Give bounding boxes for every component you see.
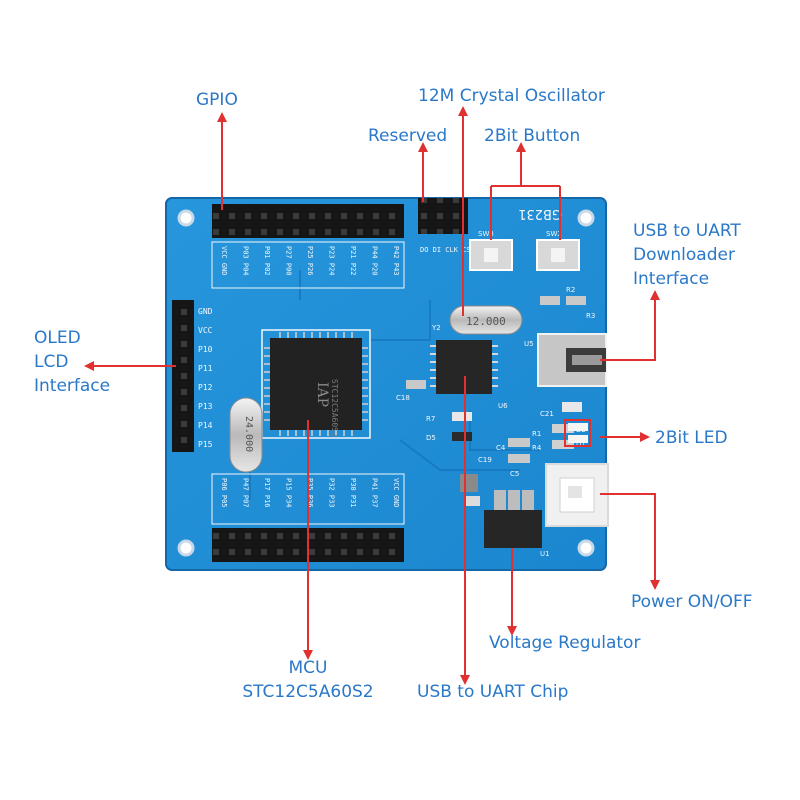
pin-label: P21 P22	[349, 246, 357, 276]
silk-d5: D5	[426, 434, 436, 442]
pin-label: P03 P04	[242, 246, 250, 276]
mounting-holes	[177, 209, 595, 557]
pin-label: P15 P34	[285, 478, 293, 508]
label-crystal: 12M Crystal Oscillator	[418, 86, 605, 106]
pin-label: P42 P43	[392, 246, 400, 276]
silk-r4: R4	[532, 444, 542, 452]
silk-u6: U6	[498, 402, 508, 410]
pin-label: P01 P02	[263, 246, 271, 276]
board-name: GB231	[518, 206, 562, 221]
silk-r3: R3	[586, 312, 595, 320]
silk-y2: Y2	[431, 324, 441, 332]
crystal-24m: 24.000	[229, 397, 263, 473]
label-usb-downloader-line1: USB to UART	[633, 221, 741, 241]
pin-label: VCC GND	[392, 478, 400, 508]
label-led: 2Bit LED	[655, 428, 728, 448]
crystal-small-text: 24.000	[243, 416, 254, 452]
arrow-reserved	[418, 142, 428, 152]
gpio-top-header: VCC GND P03 P04 P01 P02 P27 P00 P25 P26 P23 P…	[211, 204, 405, 289]
bottom-header-pin-labels: P06 P05 P47 P07 P17 P16 P15 P34 P35 P36 P32 P…	[220, 478, 400, 508]
pin-label: P06 P05	[220, 478, 228, 508]
oled-pin-label: GND	[198, 307, 213, 316]
usb-connector: U5	[524, 333, 607, 387]
label-mcu-line2: STC12C5A60S2	[242, 682, 374, 702]
buttons: SW3 SW2	[469, 230, 580, 271]
crystal-main-text: 12.000	[466, 315, 506, 328]
crystal-12m: 12.000 Y2	[431, 305, 523, 335]
mcu-chip-brand: IAP	[314, 382, 330, 407]
arrow-usb-chip	[460, 675, 470, 685]
silk-d1: D1	[576, 440, 586, 448]
silk-c18: C18	[396, 394, 410, 402]
pin-label: P47 P07	[242, 478, 250, 508]
leds	[568, 423, 588, 443]
arrow-usb-dl	[650, 290, 660, 300]
silk-c5: C5	[510, 470, 519, 478]
silk-c21: C21	[540, 410, 554, 418]
silk-r1: R1	[532, 430, 541, 438]
label-oled-line2: LCD	[34, 352, 69, 372]
arrow-gpio	[217, 112, 227, 122]
arrow-button	[516, 142, 526, 152]
silk-sw2: SW2	[546, 230, 562, 238]
oled-pin-label: P13	[198, 402, 213, 411]
label-power: Power ON/OFF	[631, 592, 753, 612]
oled-pin-label: P12	[198, 383, 213, 392]
silk-r7: R7	[426, 415, 435, 423]
mcu-chip-text: STC12C5A60S2	[330, 379, 339, 437]
arrow-mcu	[303, 650, 313, 660]
label-regulator: Voltage Regulator	[489, 633, 641, 653]
silk-r2: R2	[566, 286, 575, 294]
label-oled-line1: OLED	[34, 328, 81, 348]
arrow-oled	[84, 361, 94, 371]
arrow-regulator	[507, 626, 517, 636]
pin-label: P30 P31	[349, 478, 357, 508]
arrow-crystal	[458, 106, 468, 116]
label-button: 2Bit Button	[484, 126, 581, 146]
pin-label: P32 P33	[328, 478, 336, 508]
silk-u1: U1	[540, 550, 550, 558]
pin-label: P25 P26	[306, 246, 314, 276]
silk-c4: C4	[496, 444, 506, 452]
silk-c19: C19	[478, 456, 492, 464]
oled-pin-label: P11	[198, 364, 213, 373]
label-usb-downloader-line3: Interface	[633, 269, 710, 289]
pin-label: P17 P16	[263, 478, 271, 508]
top-header-pin-labels: VCC GND P03 P04 P01 P02 P27 P00 P25 P26 P23 P…	[220, 246, 400, 276]
voltage-regulator: U1	[484, 490, 550, 558]
label-oled-line3: Interface	[34, 376, 111, 396]
silk-u5: U5	[524, 340, 534, 348]
label-gpio: GPIO	[196, 90, 238, 110]
arrow-led	[640, 432, 650, 442]
pin-label: P41 P37	[371, 478, 379, 508]
oled-pin-label: P10	[198, 345, 213, 354]
label-usb-chip: USB to UART Chip	[417, 682, 569, 702]
pin-label: P44 P20	[371, 246, 379, 276]
pin-label: P23 P24	[328, 246, 336, 276]
mcu-chip: IAP STC12C5A60S2	[261, 329, 371, 439]
arrow-power	[650, 580, 660, 590]
pin-label: VCC GND	[220, 246, 228, 276]
oled-pin-label: P14	[198, 421, 213, 430]
label-usb-downloader-line2: Downloader	[633, 245, 735, 265]
smd-components: R7 D5 C18 C19 C21 R1 R4 D1 D2 C4 C5 R2 R…	[396, 286, 595, 506]
silk-sw3: SW3	[478, 230, 494, 238]
oled-pin-label: VCC	[198, 326, 213, 335]
pin-label: P27 P00	[285, 246, 293, 276]
pin-label: P35 P36	[306, 478, 314, 508]
label-mcu-line1: MCU	[288, 658, 328, 678]
oled-pin-label: P15	[198, 440, 213, 449]
power-switch	[545, 463, 609, 527]
callout-lines	[94, 116, 656, 675]
callout-arrowheads	[84, 106, 660, 685]
label-reserved: Reserved	[368, 126, 448, 146]
